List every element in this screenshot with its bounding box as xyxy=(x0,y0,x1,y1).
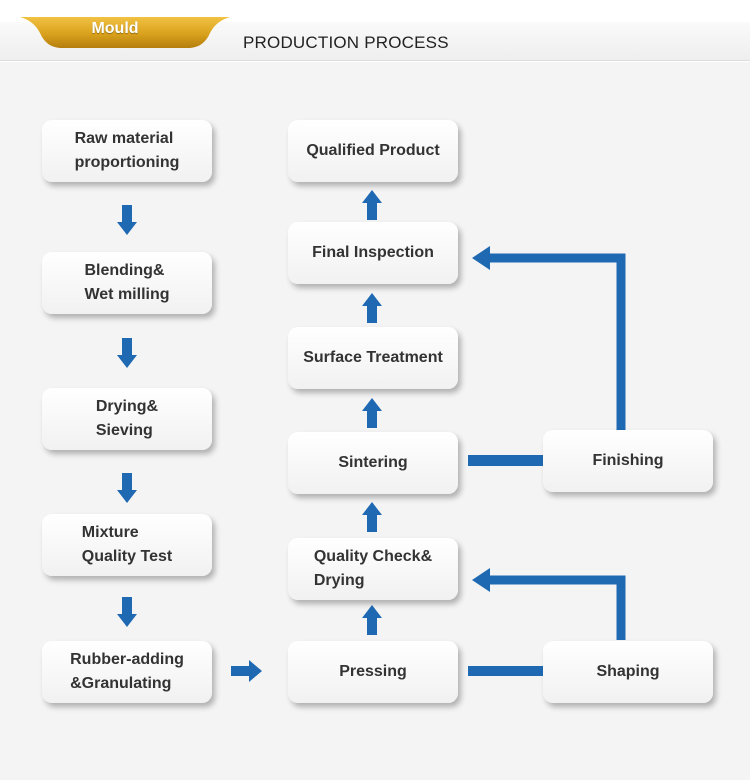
step-quality-check: Quality Check& Drying xyxy=(288,538,458,600)
loop-shaping-to-quality-check xyxy=(487,575,626,640)
header-tab-shape xyxy=(20,17,230,48)
arrowhead-into-final-inspection xyxy=(472,246,490,270)
arrow-right-to-pressing xyxy=(231,660,262,682)
step-final-inspection: Final Inspection xyxy=(288,222,458,284)
arrow-up-4 xyxy=(362,293,382,323)
step-quality-check-label: Quality Check& Drying xyxy=(313,548,433,589)
step-shaping: Shaping xyxy=(543,641,713,703)
arrow-down-4 xyxy=(117,597,137,627)
arrow-down-1 xyxy=(117,205,137,235)
step-qualified-product: Qualified Product xyxy=(288,120,458,182)
step-raw-material: Raw material proportioning xyxy=(42,120,212,182)
step-raw-material-label: Raw material proportioning xyxy=(74,130,180,171)
header-tab-label[interactable]: Mould xyxy=(91,20,139,37)
connector-sintering-finishing xyxy=(468,455,543,466)
step-shaping-label: Shaping xyxy=(596,663,660,680)
step-drying-sieving: Drying& Sieving xyxy=(42,388,212,450)
step-finishing-label: Finishing xyxy=(592,452,664,469)
arrow-down-2 xyxy=(117,338,137,368)
step-blending: Blending& Wet milling xyxy=(42,252,212,314)
step-drying-sieving-label: Drying& Sieving xyxy=(95,398,159,439)
arrow-up-2 xyxy=(362,502,382,532)
arrow-down-3 xyxy=(117,473,137,503)
step-sintering: Sintering xyxy=(288,432,458,494)
step-mixture-test-label: Mixture Quality Test xyxy=(81,524,173,565)
step-final-inspection-label: Final Inspection xyxy=(312,244,434,261)
arrowhead-into-quality-check xyxy=(472,568,490,592)
step-pressing: Pressing xyxy=(288,641,458,703)
step-surface-treatment-label: Surface Treatment xyxy=(303,349,443,366)
step-sintering-label: Sintering xyxy=(338,454,408,471)
step-blending-label: Blending& Wet milling xyxy=(84,262,170,303)
step-qualified-product-label: Qualified Product xyxy=(306,142,440,159)
arrow-up-3 xyxy=(362,398,382,428)
page-title: PRODUCTION PROCESS xyxy=(243,33,449,52)
step-rubber-adding: Rubber-adding &Granulating xyxy=(42,641,212,703)
loop-finishing-to-final-inspection xyxy=(487,253,626,430)
arrow-up-1 xyxy=(362,605,382,635)
step-pressing-label: Pressing xyxy=(339,663,407,680)
connector-pressing-shaping xyxy=(468,666,543,676)
step-rubber-adding-label: Rubber-adding &Granulating xyxy=(70,651,184,692)
step-finishing: Finishing xyxy=(543,430,713,492)
arrow-up-5 xyxy=(362,190,382,220)
step-surface-treatment: Surface Treatment xyxy=(288,327,458,389)
step-mixture-test: Mixture Quality Test xyxy=(42,514,212,576)
